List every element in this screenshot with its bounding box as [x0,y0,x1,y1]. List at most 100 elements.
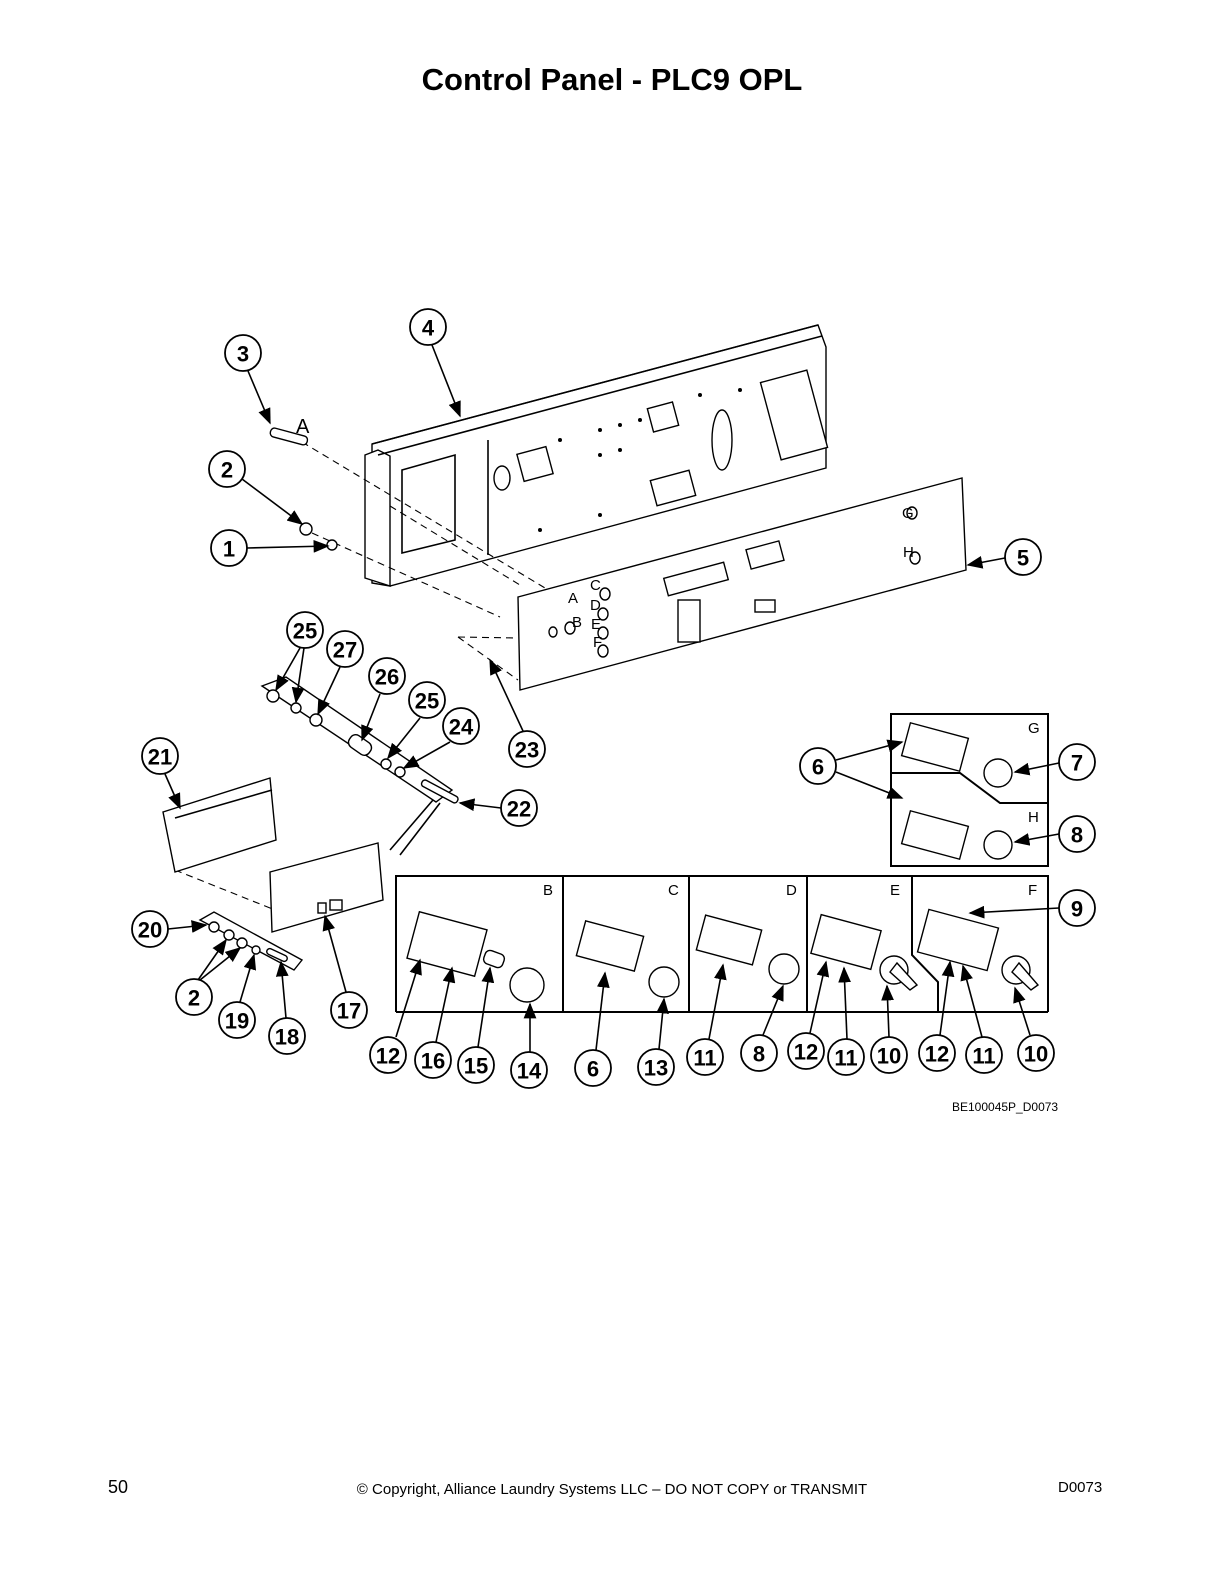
svg-text:13: 13 [644,1056,668,1081]
callout-19: 19 [218,1001,256,1039]
callout-14: 14 [510,1051,548,1089]
svg-text:27: 27 [333,638,357,663]
panel-letter-g: G [902,505,914,522]
rear-bracket-frame [364,324,829,587]
svg-text:14: 14 [517,1059,542,1084]
callout-20: 20 [131,910,169,948]
panel-letter-b: B [572,614,582,631]
svg-text:6: 6 [587,1057,599,1082]
callout-17: 17 [330,991,368,1029]
panel-letter-c: C [590,577,601,594]
detail-label-c: C [668,882,679,899]
svg-text:12: 12 [376,1044,400,1069]
svg-text:26: 26 [375,665,399,690]
callout-7: 7 [1058,743,1096,781]
callout-26: 26 [368,657,406,695]
callout-11: 11 [686,1038,724,1076]
electronics-cover [162,777,277,873]
leader-lines [164,344,1060,1052]
control-board [269,842,384,933]
callout-15: 15 [457,1046,495,1084]
detail-label-h: H [1028,809,1039,826]
page-title: Control Panel - PLC9 OPL [421,62,803,97]
callout-12: 12 [918,1034,956,1072]
callout-24: 24 [442,707,480,745]
callout-27: 27 [326,630,364,668]
svg-text:18: 18 [275,1025,299,1050]
detail-label-e: E [890,882,900,899]
svg-text:2: 2 [221,458,233,483]
svg-text:6: 6 [812,755,824,780]
front-panel-overlay: A B C D E F G H [517,477,967,691]
svg-text:20: 20 [138,918,162,943]
svg-text:16: 16 [421,1049,445,1074]
svg-text:24: 24 [449,715,474,740]
callout-13: 13 [637,1048,675,1086]
figure-id: BE100045P_D0073 [952,1100,1059,1114]
page-number: 50 [108,1477,129,1497]
detail-label-d: D [786,882,797,899]
callout-2: 2 [175,978,213,1016]
svg-text:1: 1 [223,537,235,562]
svg-text:2: 2 [188,986,200,1011]
document-code: D0073 [1058,1479,1103,1496]
board-hardware-kit [198,911,304,971]
svg-text:8: 8 [753,1042,765,1067]
svg-text:22: 22 [507,797,531,822]
panel-letter-a: A [568,590,578,607]
callout-12: 12 [369,1036,407,1074]
svg-text:19: 19 [225,1009,249,1034]
svg-text:12: 12 [925,1042,949,1067]
copyright-notice: © Copyright, Alliance Laundry Systems LL… [356,1481,868,1498]
svg-text:3: 3 [237,342,249,367]
callout-25: 25 [286,611,324,649]
callout-4: 4 [409,308,447,346]
panel-letter-e: E [591,616,601,633]
svg-text:5: 5 [1017,546,1029,571]
callout-9: 9 [1058,889,1096,927]
callout-3: 3 [224,334,262,372]
svg-text:11: 11 [834,1046,857,1071]
svg-text:10: 10 [1024,1042,1048,1067]
svg-text:23: 23 [515,738,539,763]
detail-box-gh: G H [890,713,1049,867]
callout-1: 1 [210,529,248,567]
callout-8: 8 [1058,815,1096,853]
callout-8: 8 [740,1034,778,1072]
callout-10: 10 [1017,1034,1055,1072]
callout-18: 18 [268,1017,306,1055]
panel-letter-d: D [590,597,601,614]
svg-text:11: 11 [972,1044,995,1069]
label-a: A [296,416,310,438]
detail-label-b: B [543,882,553,899]
callout-2: 2 [208,450,246,488]
callout-25: 25 [408,681,446,719]
svg-text:17: 17 [337,999,361,1024]
panel-letter-f: F [593,634,602,651]
callout-10: 10 [870,1036,908,1074]
callout-12: 12 [787,1032,825,1070]
callout-22: 22 [500,789,538,827]
callout-23: 23 [508,730,546,768]
callout-6: 6 [799,747,837,785]
detail-label-f: F [1028,882,1037,899]
svg-text:7: 7 [1071,751,1083,776]
callout-11: 11 [827,1038,865,1076]
detail-box-row: B C D E F [395,875,1049,1013]
svg-text:11: 11 [693,1046,716,1071]
svg-text:4: 4 [422,316,435,341]
svg-text:25: 25 [293,619,317,644]
svg-text:25: 25 [415,689,439,714]
mounting-pin: A [269,416,310,446]
svg-text:8: 8 [1071,823,1083,848]
callout-11: 11 [965,1036,1003,1074]
svg-text:9: 9 [1071,897,1083,922]
callout-6: 6 [574,1049,612,1087]
svg-text:12: 12 [794,1040,818,1065]
callout-16: 16 [414,1041,452,1079]
callout-5: 5 [1004,538,1042,576]
svg-text:10: 10 [877,1044,901,1069]
svg-text:21: 21 [148,745,172,770]
panel-letter-h: H [903,544,914,561]
